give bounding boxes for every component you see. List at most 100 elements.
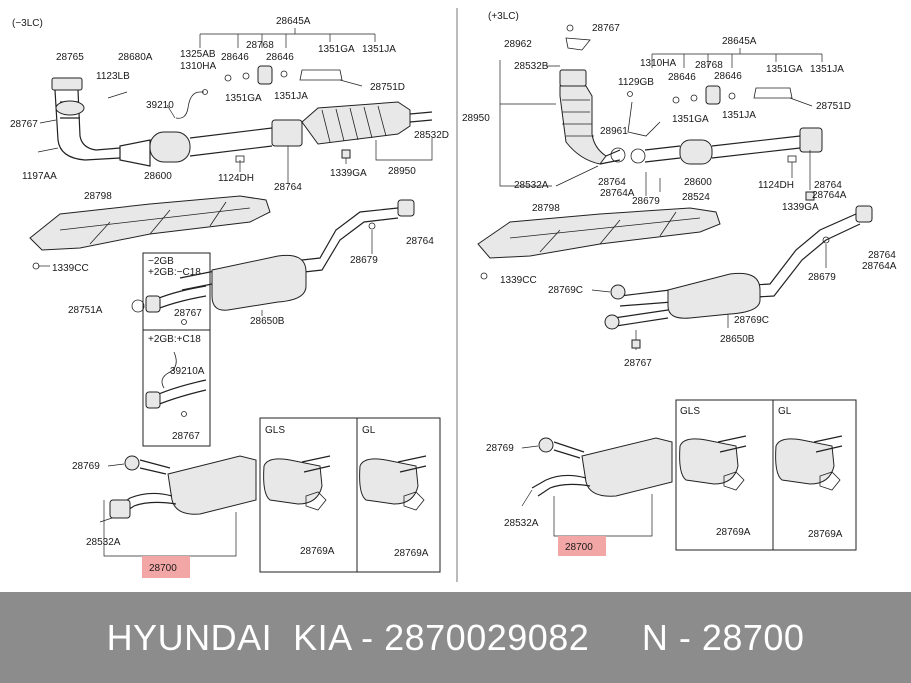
label-28532A-r: 28532A [514,180,549,191]
label-28679: 28679 [350,255,378,266]
label-1310HA: 1310HA [180,61,216,72]
label-28646-a: 28646 [221,52,249,63]
box1-line1: −2GB [148,256,174,267]
label-1124DH-r: 1124DH [758,180,794,191]
catalytic-converter [235,101,433,184]
label-28950-r: 28950 [462,113,490,124]
trim-box-right [675,399,857,551]
label-1351GA-a: 1351GA [318,44,355,55]
catalytic-converter-right [559,69,661,165]
label-28751A: 28751A [68,305,103,316]
label-28600-r: 28600 [684,177,712,188]
label-28961: 28961 [600,126,628,137]
label-28769C-b: 28769C [734,315,769,326]
left-variant-label: (−3LC) [12,18,43,29]
label-1339CC-r: 1339CC [500,275,537,286]
label-1351GA-ra: 1351GA [766,64,803,75]
label-28764-rb: 28764 [814,180,842,191]
label-28767-r: 28767 [592,23,620,34]
label-28645A: 28645A [276,16,311,27]
box1-line2: +2GB:−C18 [148,267,201,278]
label-28764A-r: 28764A [600,188,635,199]
label-gl-left: GL [362,425,376,436]
label-1129GB: 1129GB [618,77,654,88]
label-28532A: 28532A [86,537,121,548]
label-28769C-a: 28769C [548,285,583,296]
label-28532A-r2: 28532A [504,518,539,529]
right-variant-label: (+3LC) [488,11,519,22]
label-1339GA-r: 1339GA [782,202,819,213]
label-28532D: 28532D [414,130,449,141]
label-28680A: 28680A [118,52,153,63]
label-gl-right: GL [778,406,792,417]
label-28645A-r: 28645A [722,36,757,47]
label-28798: 28798 [84,191,112,202]
label-1351GA-b: 1351GA [225,93,262,104]
heat-shield [29,195,271,251]
rear-muffler-left: 28769 28532A 28700 [72,455,257,578]
label-1351JA-rb: 1351JA [722,110,756,121]
label-28600: 28600 [144,171,172,182]
front-pipe-assembly [37,77,273,167]
trim-box-left [259,417,441,573]
label-1325AB: 1325AB [180,49,216,60]
label-39210: 39210 [146,100,174,111]
center-muffler [179,199,415,316]
label-28751D: 28751D [370,82,405,93]
label-1351JA-ra: 1351JA [810,64,844,75]
label-28767-c: 28767 [172,431,200,442]
label-1310HA-r: 1310HA [640,58,676,69]
label-1123LB: 1123LB [96,71,130,82]
label-28769A-ra: 28769A [716,527,751,538]
label-28764-ra: 28764 [598,177,626,188]
label-28700: 28700 [149,563,177,574]
label-28764-a: 28764 [274,182,302,193]
label-28769A-b: 28769A [394,548,429,559]
label-28764-rc: 28764 [868,250,896,261]
label-28950: 28950 [388,166,416,177]
label-28764A-rb: 28764A [812,190,847,201]
label-1351JA-a: 1351JA [362,44,396,55]
label-1339GA: 1339GA [330,168,367,179]
label-28751D-r: 28751D [816,101,851,112]
label-28532B: 28532B [514,61,549,72]
label-28769A-a: 28769A [300,546,335,557]
center-muffler-right [591,205,873,350]
gasket-group-right [672,85,813,107]
label-28679-ra: 28679 [632,196,660,207]
label-28650B-r: 28650B [720,334,755,345]
label-28768: 28768 [246,40,274,51]
box2-line1: +2GB:+C18 [148,334,201,345]
label-28764A-rc: 28764A [862,261,897,272]
label-gls-right: GLS [680,406,700,417]
highlight-28700-right [558,536,606,556]
footer-banner: HYUNDAI KIA - 2870029082 N - 28700 [0,592,911,683]
label-28962: 28962 [504,39,532,50]
label-28798-r: 28798 [532,203,560,214]
variant-box [142,252,211,447]
label-28646-b: 28646 [266,52,294,63]
label-28767-b: 28767 [174,308,202,319]
label-28768-r: 28768 [695,60,723,71]
label-28767: 28767 [10,119,38,130]
label-28769A-rb: 28769A [808,529,843,540]
part-number-caption: HYUNDAI KIA - 2870029082 N - 28700 [106,616,805,658]
label-1124DH: 1124DH [218,173,254,184]
heat-shield-right [477,207,721,259]
label-28524: 28524 [682,192,710,203]
label-1351GA-rb: 1351GA [672,114,709,125]
rear-muffler-right: 28769 28532A 28700 [486,437,673,556]
right-panel: (+3LC) 28767 28962 28645A 28532B 1310HA … [462,11,897,556]
label-1339CC: 1339CC [52,263,89,274]
label-28765: 28765 [56,52,84,63]
label-28700-r: 28700 [565,542,593,553]
label-28769-r: 28769 [486,443,514,454]
label-1197AA: 1197AA [22,171,57,182]
label-28650B: 28650B [250,316,285,327]
label-gls-left: GLS [265,425,285,436]
label-28679-rb: 28679 [808,272,836,283]
left-panel: (−3LC) 28645A 28765 28680A 1325AB 1310HA… [10,16,449,578]
highlight-28700-left [142,556,190,578]
label-28646-ra: 28646 [668,72,696,83]
label-28769: 28769 [72,461,100,472]
